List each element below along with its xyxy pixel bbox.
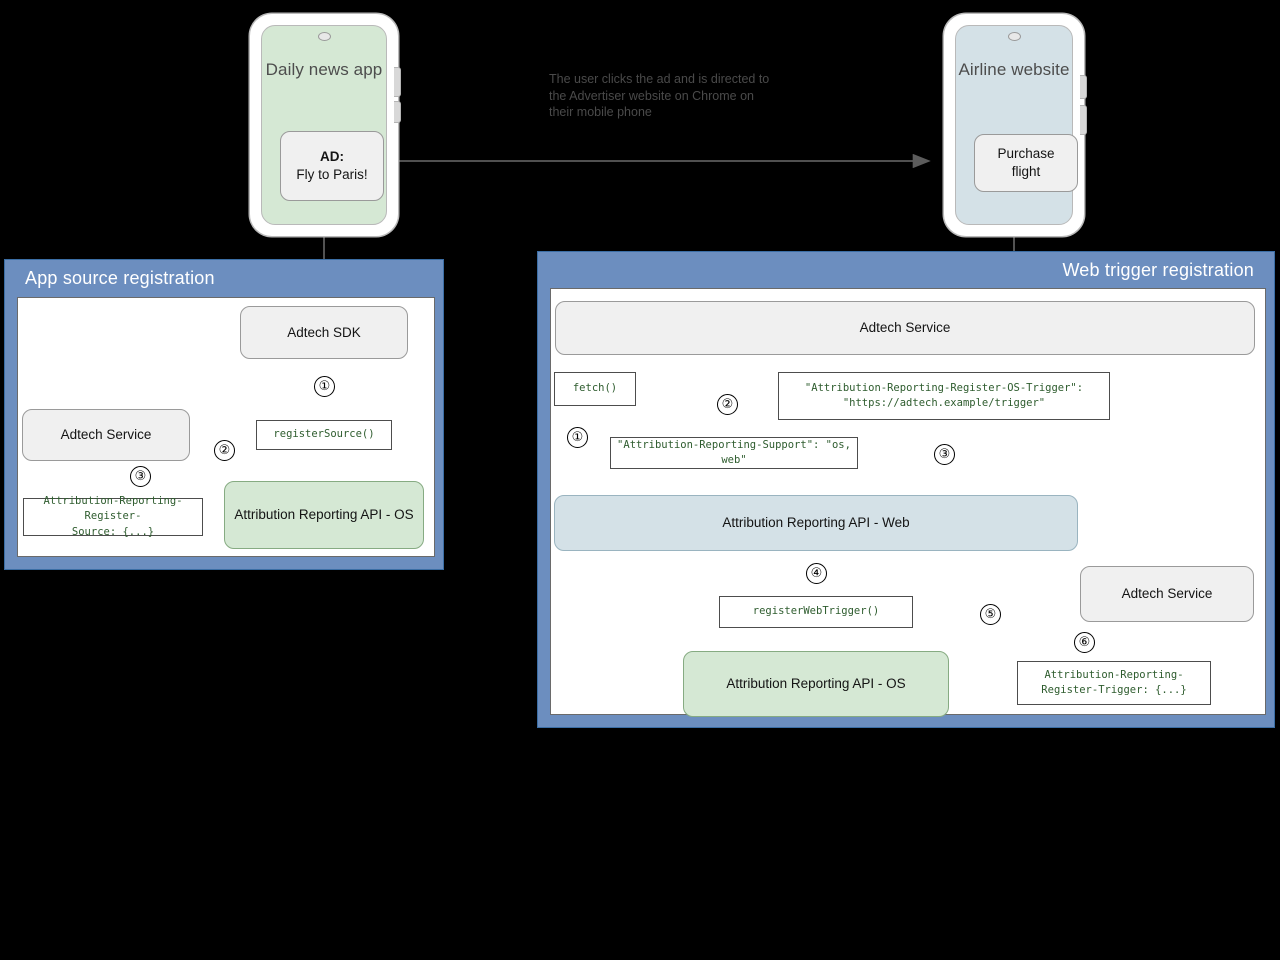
panel-left-title: App source registration [25,268,215,288]
ad-card-label: AD: [320,148,344,164]
codebox-support-header: "Attribution-Reporting-Support": "os, we… [610,437,858,469]
node-adtech-service-left[interactable]: Adtech Service [22,409,190,461]
purchase-flight-line1: Purchase [997,145,1055,161]
panel-right-title: Web trigger registration [1062,260,1254,280]
annotation-ad-click: The user clicks the ad and is directed t… [549,72,770,120]
node-adtech-service-right-top[interactable]: Adtech Service [555,301,1255,355]
phone-button-power [394,101,401,123]
codebox-fetch: fetch() [554,372,636,406]
node-attribution-reporting-api-os-right[interactable]: Attribution Reporting API - OS [683,651,949,717]
node-attribution-reporting-api-os-left[interactable]: Attribution Reporting API - OS [224,481,424,549]
phone-screen-left: Daily news app AD: Fly to Paris! [261,25,387,225]
phone-button-volume [1080,75,1087,99]
codebox-os-trigger-header: "Attribution-Reporting-Register-OS-Trigg… [778,372,1110,420]
phone-airline-website: Airline website Purchase flight [944,14,1087,236]
codebox-register-source: registerSource() [256,420,392,450]
phone-left-title: Daily news app [265,60,383,79]
step-3-left: ③ [130,466,151,487]
node-attribution-reporting-api-web[interactable]: Attribution Reporting API - Web [554,495,1078,551]
step-2-right: ② [717,394,738,415]
ad-card-fly-to-paris[interactable]: AD: Fly to Paris! [280,131,384,201]
phone-button-volume [394,67,401,97]
step-4-right: ④ [806,563,827,584]
codebox-register-web-trigger: registerWebTrigger() [719,596,913,628]
step-3-right: ③ [934,444,955,465]
purchase-flight-line2: flight [1011,164,1041,179]
phone-screen-right: Airline website Purchase flight [955,25,1078,225]
purchase-flight-card[interactable]: Purchase flight [974,134,1078,192]
step-5-right: ⑤ [980,604,1001,625]
ad-card-text: Fly to Paris! [296,167,368,182]
step-1-right: ① [567,427,588,448]
codebox-register-source-header: Attribution-Reporting-Register- Source: … [23,495,203,538]
phone-button-power [1080,105,1087,135]
codebox-register-trigger-header: Attribution-Reporting- Register-Trigger:… [1017,661,1211,705]
phone-daily-news-app: Daily news app AD: Fly to Paris! [250,14,401,236]
node-adtech-service-right-bottom[interactable]: Adtech Service [1080,566,1254,622]
step-1-left: ① [314,376,335,397]
step-2-left: ② [214,440,235,461]
camera-icon [1007,32,1021,41]
node-adtech-sdk[interactable]: Adtech SDK [240,306,408,359]
phone-right-title: Airline website [958,60,1070,79]
step-6-right: ⑥ [1074,632,1095,653]
camera-icon [317,32,331,41]
